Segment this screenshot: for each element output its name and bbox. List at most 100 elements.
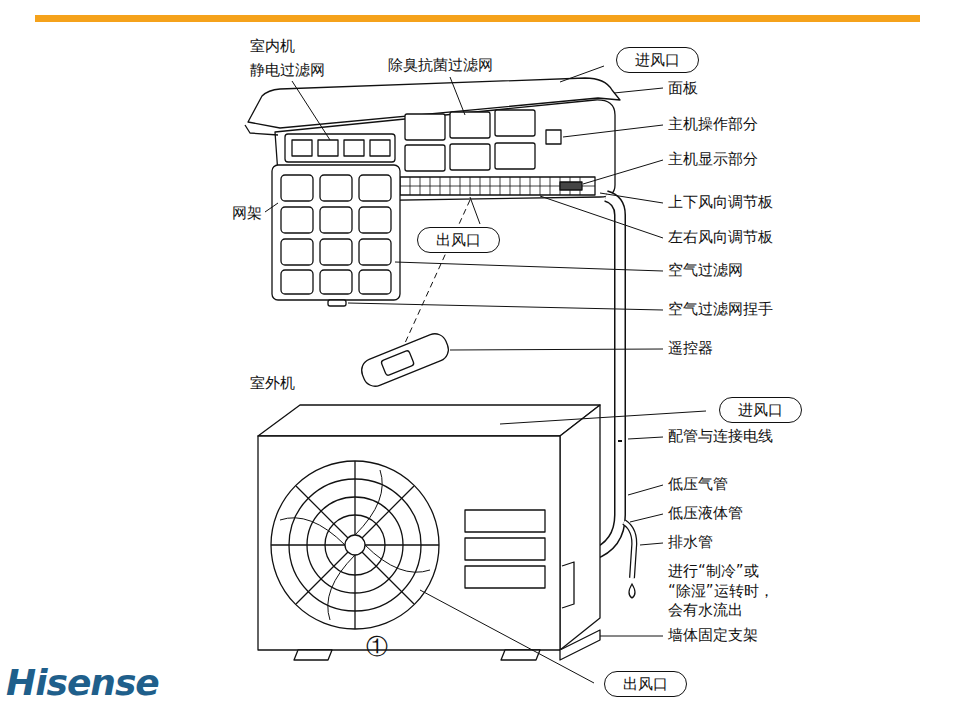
part-name: 面板 <box>668 80 698 97</box>
panel-rim <box>245 125 278 135</box>
part-name: 空气过滤网捏手 <box>668 301 773 318</box>
deodorizing-filter <box>450 144 490 170</box>
remote-screen <box>381 350 415 376</box>
drain-pipe-outline <box>624 522 634 578</box>
filter-cell <box>359 239 391 265</box>
outdoor-side <box>560 405 600 650</box>
remote-control <box>358 330 452 390</box>
filter-cell <box>344 140 364 156</box>
part-name: 低压液体管 <box>668 505 743 522</box>
filter-cell <box>292 140 312 156</box>
electrostatic-filter <box>285 134 395 162</box>
port-label: 进风口 <box>635 51 680 69</box>
part-name: 除臭抗菌过滤网 <box>388 57 493 74</box>
part-name: 主机操作部分 <box>668 116 758 133</box>
air-outlet <box>400 177 595 195</box>
filter-cell <box>370 140 390 156</box>
vent <box>465 510 545 532</box>
filter-cell <box>320 270 352 294</box>
unit-name: 室外机 <box>250 375 295 392</box>
port-label: 出风口 <box>623 675 668 693</box>
leader-line <box>450 349 663 350</box>
leader-line <box>630 514 663 522</box>
filter-cell <box>281 175 313 201</box>
leader-line <box>563 125 663 137</box>
leader-line <box>292 81 330 140</box>
leader-line <box>583 160 663 184</box>
filter-cell <box>281 207 313 233</box>
vent <box>465 566 545 588</box>
part-name: 排水管 <box>668 534 713 551</box>
filter-cell <box>318 140 338 156</box>
leader-line <box>420 590 594 683</box>
unit-name: 室内机 <box>250 38 295 55</box>
display-window <box>560 182 582 190</box>
part-name: 墙体固定支架 <box>668 627 758 644</box>
air-filter <box>272 165 400 300</box>
wall-bracket <box>560 630 600 660</box>
leader-line <box>628 485 663 495</box>
deodorizing-filter <box>495 143 535 169</box>
part-name: 遥控器 <box>668 340 713 357</box>
louvers <box>400 177 595 195</box>
note-text: 进行“制冷”或 “除湿”运转时， 会有水流出 <box>668 562 790 621</box>
pipe-clip <box>618 440 622 442</box>
foot <box>294 650 332 660</box>
vent <box>465 538 545 560</box>
port-callout-box: 出风口 <box>417 227 500 253</box>
leader-line <box>540 196 663 238</box>
operation-panel <box>546 130 561 144</box>
port-callout-box: 进风口 <box>616 47 699 73</box>
fan-grille <box>271 461 439 629</box>
leader-line <box>600 193 663 203</box>
part-name: 主机显示部分 <box>668 151 758 168</box>
filter-cell <box>359 175 391 201</box>
fan-blades <box>280 470 430 620</box>
filter-cell <box>281 270 313 294</box>
leader-line <box>640 543 663 545</box>
deodorizing-filter <box>405 145 445 171</box>
part-name: 上下风向调节板 <box>668 194 773 211</box>
filter-cell <box>359 207 391 233</box>
filter-handle <box>328 300 346 306</box>
top-bar <box>35 15 920 22</box>
leader-line <box>470 197 480 224</box>
brand-logo: Hisense <box>6 662 159 703</box>
water-drop <box>629 584 635 598</box>
part-name: 空气过滤网 <box>668 262 743 279</box>
grille-spokes <box>271 461 439 629</box>
deodorizing-filter <box>450 112 490 138</box>
ir-signal <box>405 200 470 343</box>
part-name: 配管与连接电线 <box>668 428 773 445</box>
port-callout-box: 进风口 <box>719 397 802 423</box>
filter-cell <box>281 239 313 265</box>
part-name: 低压气管 <box>668 476 728 493</box>
filter-cell <box>320 175 352 201</box>
port-label: 进风口 <box>738 401 783 419</box>
leader-line <box>348 303 663 310</box>
leader-line <box>628 437 663 439</box>
drain-pipe-fill <box>624 522 634 578</box>
leader-line <box>614 88 663 93</box>
leader-line <box>395 262 663 271</box>
port-label: 出风口 <box>436 231 481 249</box>
part-name: 网架 <box>232 205 262 222</box>
filter-cell <box>359 270 391 294</box>
deodorizing-filter <box>405 114 445 140</box>
pipe-valve <box>562 562 574 608</box>
leader-line <box>265 203 278 212</box>
deodorizing-filter <box>495 110 535 136</box>
part-name: 左右风向调节板 <box>668 229 773 246</box>
outdoor-front <box>258 436 560 650</box>
filter-cell <box>320 207 352 233</box>
leader-line <box>450 77 465 115</box>
part-name: 静电过滤网 <box>250 62 325 79</box>
figure-number: ① <box>366 634 388 659</box>
filter-cell <box>320 239 352 265</box>
port-callout-box: 出风口 <box>604 671 687 697</box>
leader-line <box>560 66 604 82</box>
leader-line <box>600 636 663 637</box>
